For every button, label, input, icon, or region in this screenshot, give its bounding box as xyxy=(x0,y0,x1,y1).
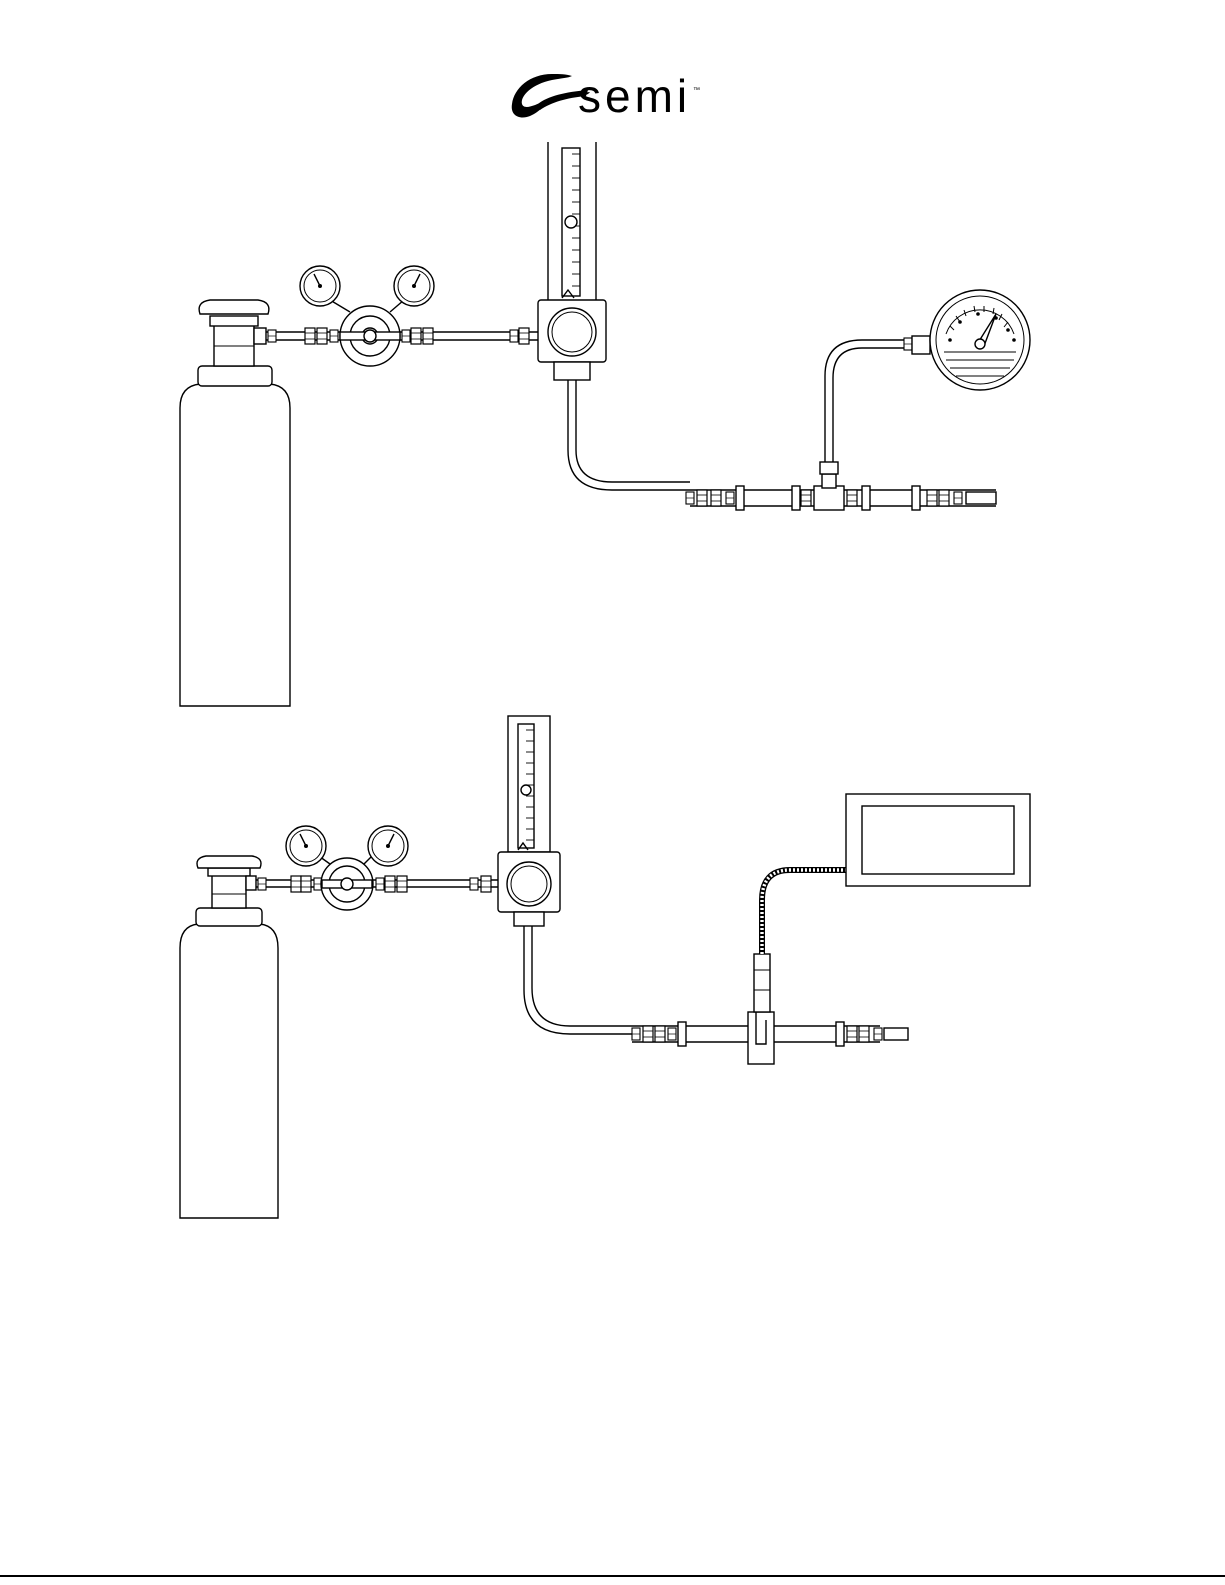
flowmeter-icon xyxy=(538,142,606,380)
setup-bottom xyxy=(180,716,1030,1218)
gas-cylinder-icon xyxy=(180,856,278,1218)
outlet-gauge-icon xyxy=(394,266,434,306)
tee-fitting-icon xyxy=(814,462,844,510)
outlet-gauge-icon xyxy=(368,826,408,866)
gas-cylinder-icon xyxy=(180,300,290,706)
pressure-gauge-icon xyxy=(930,290,1030,390)
regulator-icon xyxy=(316,854,374,910)
logo-wordmark: semi xyxy=(578,70,691,122)
setup-top xyxy=(180,142,1030,706)
inline-sensor-icon xyxy=(748,954,774,1064)
inlet-gauge-icon xyxy=(300,266,340,306)
flowmeter-icon xyxy=(498,716,560,926)
inlet-gauge-icon xyxy=(286,826,326,866)
logo-trademark: ™ xyxy=(693,87,700,94)
semi-logo: semi ™ xyxy=(512,70,700,122)
regulator-icon xyxy=(330,300,404,366)
electronic-display-icon xyxy=(846,794,1030,886)
